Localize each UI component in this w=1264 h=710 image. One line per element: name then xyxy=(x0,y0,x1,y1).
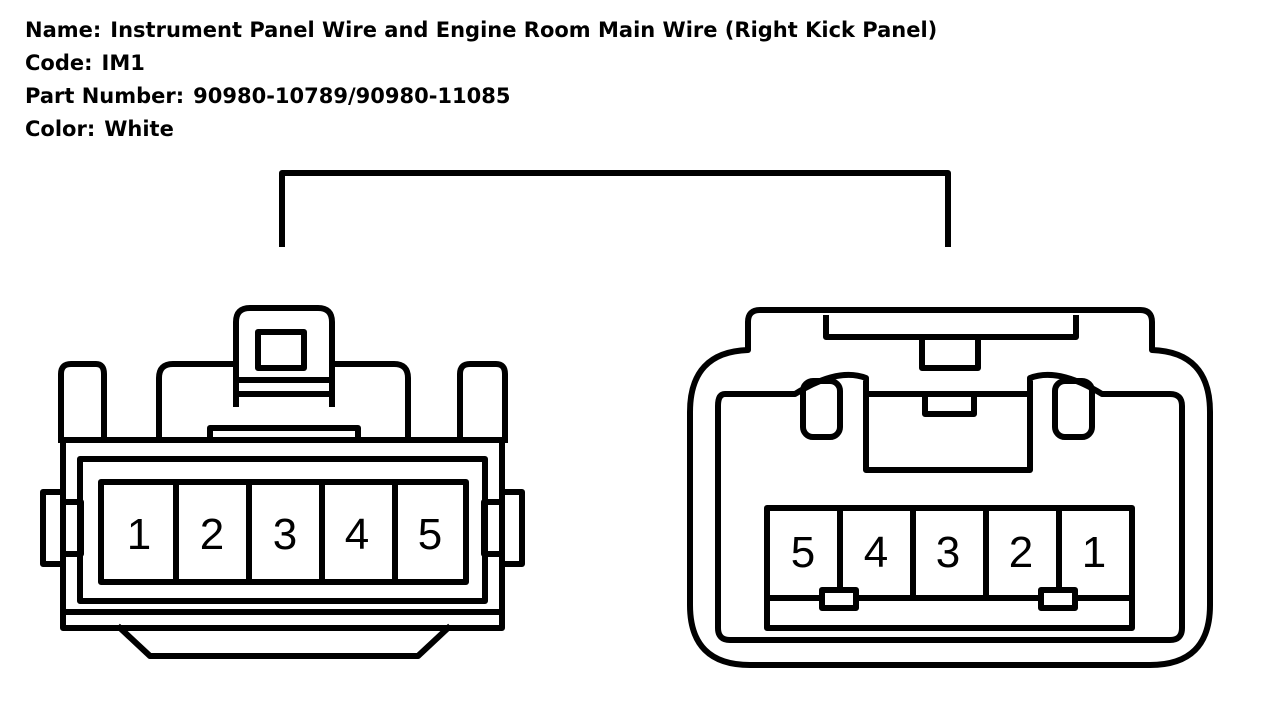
color-line: Color: White xyxy=(25,113,937,146)
right-lock-window xyxy=(800,378,843,440)
right-inner-shell xyxy=(715,371,1185,643)
right-pin-label: 4 xyxy=(864,528,888,577)
part-number: 90980-10789/90980-11085 xyxy=(193,84,511,108)
left-pin-label: 4 xyxy=(345,510,369,559)
left-skirt xyxy=(115,623,453,659)
left-connector: 1 2 3 4 5 xyxy=(40,305,525,659)
left-pin-label: 5 xyxy=(418,510,442,559)
name-label: Name: xyxy=(25,18,102,42)
connector-info: Name: Instrument Panel Wire and Engine Ro… xyxy=(25,14,937,146)
left-side-lock xyxy=(481,499,505,557)
connector-code: IM1 xyxy=(101,51,145,75)
left-top-rib xyxy=(207,425,361,443)
right-pin-label: 3 xyxy=(936,528,960,577)
right-pin-block xyxy=(764,505,1135,631)
part-number-label: Part Number: xyxy=(25,84,185,108)
left-latch-window xyxy=(255,329,307,371)
name-line: Name: Instrument Panel Wire and Engine Ro… xyxy=(25,14,937,47)
right-center-notch xyxy=(922,391,977,417)
left-pin-label: 1 xyxy=(127,510,151,559)
left-side-lock xyxy=(60,499,84,557)
left-pin-label: 2 xyxy=(200,510,224,559)
right-pin-label: 5 xyxy=(791,528,815,577)
right-connector: 5 4 3 2 1 xyxy=(687,307,1213,668)
right-key-slot xyxy=(1038,587,1078,611)
color-label: Color: xyxy=(25,117,96,141)
left-pin-label: 3 xyxy=(273,510,297,559)
left-pin-block xyxy=(98,479,469,585)
right-pin-label: 1 xyxy=(1082,528,1106,577)
connector-color: White xyxy=(104,117,174,141)
left-side-post xyxy=(457,361,508,443)
right-lock-window xyxy=(1052,378,1095,440)
code-line: Code: IM1 xyxy=(25,47,937,80)
right-pin-label: 2 xyxy=(1009,528,1033,577)
left-latch-tab xyxy=(233,305,335,407)
right-top-tab xyxy=(919,334,981,371)
right-outer-shell xyxy=(687,307,1213,668)
part-number-line: Part Number: 90980-10789/90980-11085 xyxy=(25,80,937,113)
left-upper-body xyxy=(156,361,411,443)
code-label: Code: xyxy=(25,51,93,75)
right-key-slot xyxy=(819,587,859,611)
left-side-post xyxy=(58,361,107,443)
mating-bracket xyxy=(279,170,951,247)
right-top-frame xyxy=(823,315,1079,340)
connector-name: Instrument Panel Wire and Engine Room Ma… xyxy=(110,18,938,42)
